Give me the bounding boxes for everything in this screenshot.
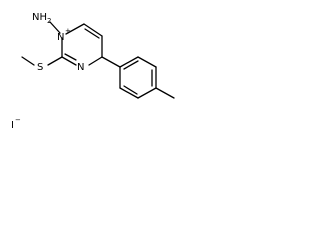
iodide-charge: − [15,116,21,124]
bond-ar4-ch3 [155,87,175,99]
bond-n1-nh2 [49,21,61,34]
bond-ar2-ar3 [137,56,157,68]
methylthio-group [21,56,63,66]
bond-c6-c5 [83,23,103,37]
sulfur-label: S [37,62,43,73]
ring-n-plus-charge: + [65,27,71,35]
tolyl-group [101,56,175,99]
bond-ar5-ar6-double [123,85,138,95]
bond-c4-aryl [101,56,121,68]
amine-label-text: NH [32,12,47,23]
bond-c6-c5-double [84,28,100,39]
ring-n-plus-label: N [57,32,64,43]
ring-n-label: N [77,62,84,73]
bond-n1-c6 [65,23,85,35]
bond-c2-s [47,56,63,66]
bond-n3-c2-double [64,53,77,61]
bond-ar4-ar5 [137,87,157,99]
amine-subscript: 2 [47,17,51,25]
amine-label: NH2 [32,12,51,25]
bond-n3-c2 [61,56,77,66]
bond-ar1-ar2 [119,56,139,68]
pyrimidine-ring [61,23,103,66]
bond-ar5-ar6 [119,87,139,99]
chemical-structure: NH2 N + S N I − [11,12,175,131]
iodide-label: I [11,120,14,131]
bond-s-ch3 [21,56,35,66]
bond-ar1-ar2-double [123,60,139,70]
bond-c4-n3 [88,56,103,66]
